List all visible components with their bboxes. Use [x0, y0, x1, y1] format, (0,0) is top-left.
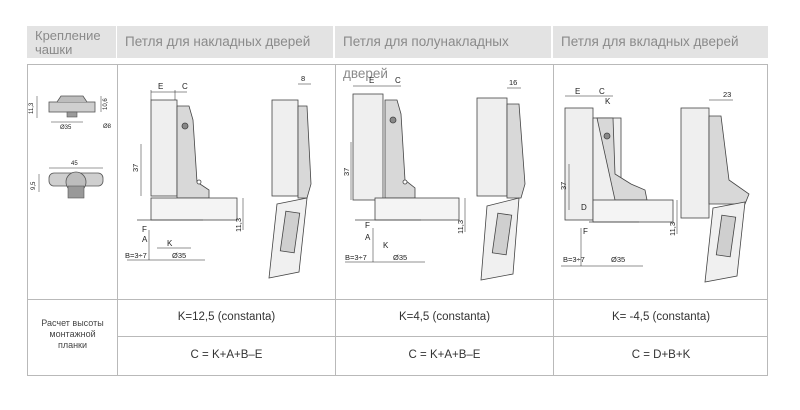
half-overlay-c-formula: C = K+A+B–E	[408, 349, 481, 361]
inset-c-formula: C = D+B+K	[631, 349, 691, 361]
cup-dim-h1: 11,3	[29, 102, 35, 114]
header-inset: Петля для вкладных дверей	[553, 26, 768, 58]
label-K: K	[167, 239, 173, 248]
label-K: K	[605, 97, 611, 106]
label-37: 37	[559, 182, 568, 190]
label-F: F	[365, 221, 370, 230]
label-b-range: B=3÷7	[345, 253, 367, 262]
label-C: C	[395, 76, 401, 85]
label-37: 37	[342, 168, 351, 176]
hinge-table: Расчет высоты монтажной планки K=12,5 (c…	[27, 64, 768, 376]
inset-hinge-drawing: E C K 37 23 D 11,3 F B=3÷7 Ø35	[559, 87, 750, 283]
cup-dim-d2: Ø8	[103, 124, 112, 130]
header-half-overlay: Петля для полунакладных дверей	[335, 26, 551, 81]
cup-top-view	[38, 167, 104, 199]
label-d35: Ø35	[172, 251, 186, 260]
label-11-3: 11,3	[234, 218, 243, 232]
row-divider	[117, 336, 767, 337]
label-E: E	[575, 87, 580, 96]
half-overlay-hinge-drawing: E C 37 16 11,3 F A K B=3÷7 Ø35	[342, 76, 526, 281]
overlay-hinge-drawing: E C 37 8 11,3 F A K B=3÷7 Ø35	[125, 74, 312, 279]
cup-dim-h3: 9,5	[31, 181, 37, 190]
column-divider	[553, 65, 554, 375]
column-divider	[335, 65, 336, 375]
label-C: C	[599, 87, 605, 96]
cup-dim-w: 45	[71, 161, 78, 167]
label-b-range: B=3÷7	[125, 251, 147, 260]
half-overlay-k-formula: K=4,5 (constanta)	[398, 311, 491, 323]
header-cup-mount-line2: чашки	[35, 42, 73, 57]
label-F: F	[142, 225, 147, 234]
label-C: C	[182, 82, 188, 91]
cup-dim-h2: 10,6	[103, 98, 109, 110]
header-cup-mount-line1: Крепление	[35, 28, 101, 43]
label-E: E	[158, 82, 163, 91]
column-divider	[117, 65, 118, 375]
label-F: F	[583, 227, 588, 236]
inset-k-formula: K= -4,5 (constanta)	[611, 311, 711, 323]
label-A: A	[365, 233, 371, 242]
cup-side-view	[36, 95, 102, 123]
row-divider	[28, 299, 767, 300]
label-gap: 16	[509, 78, 517, 87]
mounting-plate-height-label: Расчет высоты монтажной планки	[28, 318, 117, 351]
side-label-line1: Расчет высоты	[41, 318, 104, 328]
label-K: K	[383, 241, 389, 250]
label-11-3: 11,3	[456, 220, 465, 234]
cup-dim-d1: Ø35	[60, 125, 72, 131]
overlay-k-formula: K=12,5 (constanta)	[177, 311, 276, 323]
label-37: 37	[131, 164, 140, 172]
label-gap: 23	[723, 90, 731, 99]
label-E: E	[369, 76, 374, 85]
side-label-line2: монтажной	[49, 329, 96, 339]
label-11-3: 11,3	[668, 222, 677, 236]
label-gap: 8	[301, 74, 305, 83]
cup-mount-drawing: 11,3 10,6 Ø35 Ø8 45 9,5	[29, 95, 112, 199]
label-d35: Ø35	[393, 253, 407, 262]
label-D: D	[581, 203, 587, 212]
header-cup-mount: Крепление чашки	[27, 26, 116, 58]
header-overlay: Петля для накладных дверей	[117, 26, 333, 58]
overlay-c-formula: C = K+A+B–E	[190, 349, 263, 361]
label-A: A	[142, 235, 148, 244]
label-d35: Ø35	[611, 255, 625, 264]
label-b-range: B=3÷7	[563, 255, 585, 264]
side-label-line3: планки	[57, 340, 88, 350]
